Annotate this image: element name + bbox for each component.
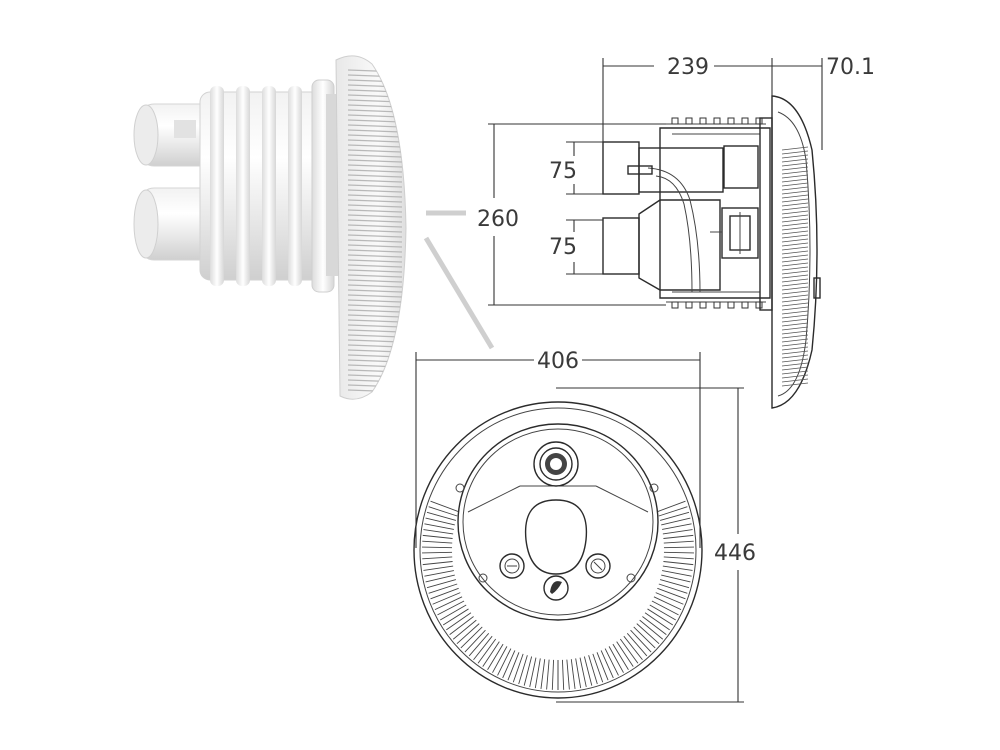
render-faceplate bbox=[335, 55, 407, 400]
dim-face-width: 406 bbox=[537, 349, 579, 374]
front-top-port bbox=[533, 441, 579, 487]
dim-height: 260 bbox=[477, 207, 519, 232]
front-view bbox=[413, 401, 703, 699]
front-right-nozzle bbox=[585, 553, 611, 579]
dim-side-depth: 239 bbox=[667, 55, 709, 80]
callout-pointers bbox=[423, 210, 495, 350]
dim-inlet-upper: 75 bbox=[549, 159, 577, 184]
front-bottom-swirl bbox=[543, 575, 569, 601]
render-louvers bbox=[347, 69, 403, 393]
render-body bbox=[199, 79, 342, 293]
dim-inlet-lower: 75 bbox=[549, 235, 577, 260]
dim-face-height: 446 bbox=[714, 541, 756, 566]
skimmer-render bbox=[133, 55, 407, 400]
dim-face-depth: 70.1 bbox=[826, 55, 875, 80]
side-dimensions: 239 70.1 260 75 75 bbox=[477, 55, 875, 306]
side-section-view bbox=[602, 95, 821, 409]
front-dimensions: 406 446 bbox=[415, 349, 756, 703]
front-left-nozzle bbox=[499, 553, 525, 579]
